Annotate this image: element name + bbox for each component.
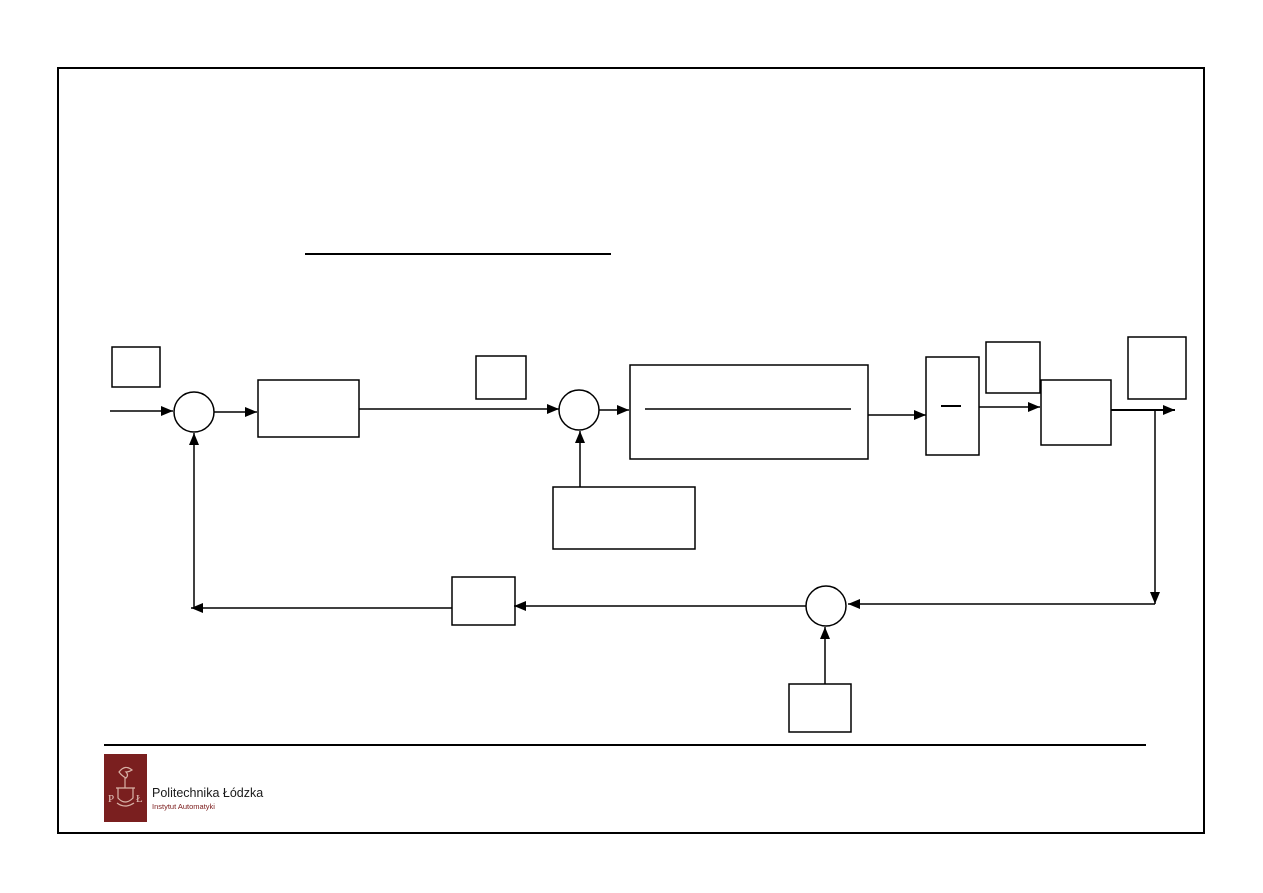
university-crest-icon: P Ł (104, 754, 147, 822)
input-label-box (111, 346, 161, 388)
noise-block (788, 683, 852, 733)
university-name: Politechnika Łódzka (152, 786, 264, 800)
svg-text:Ł: Ł (136, 793, 143, 805)
disturbance-block (552, 486, 696, 550)
plant-block (629, 364, 869, 460)
slide-frame (57, 67, 1205, 834)
sensor-block (451, 576, 516, 626)
svg-text:P: P (108, 793, 114, 805)
summing-junction-1 (173, 391, 215, 433)
institute-name: Instytut Automatyki (152, 802, 215, 811)
integrator-block (925, 356, 980, 456)
controller-block (257, 379, 360, 438)
gain-block (1040, 379, 1112, 446)
output-label-box (1127, 336, 1187, 400)
summing-junction-3 (805, 585, 847, 627)
gain-label-box (985, 341, 1041, 394)
signal-label-box (475, 355, 527, 400)
summing-junction-2 (558, 389, 600, 431)
